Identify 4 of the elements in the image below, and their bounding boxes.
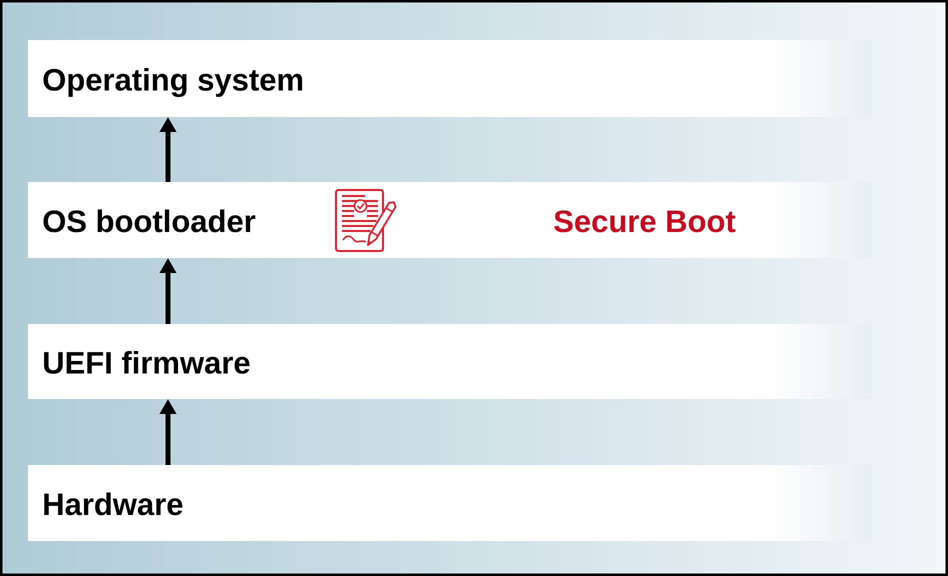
feature-label: Secure Boot [554, 210, 736, 232]
layer-band: Operating system [28, 40, 872, 117]
layer-band: Hardware [28, 465, 872, 541]
layer-band: UEFI firmware [28, 324, 872, 399]
